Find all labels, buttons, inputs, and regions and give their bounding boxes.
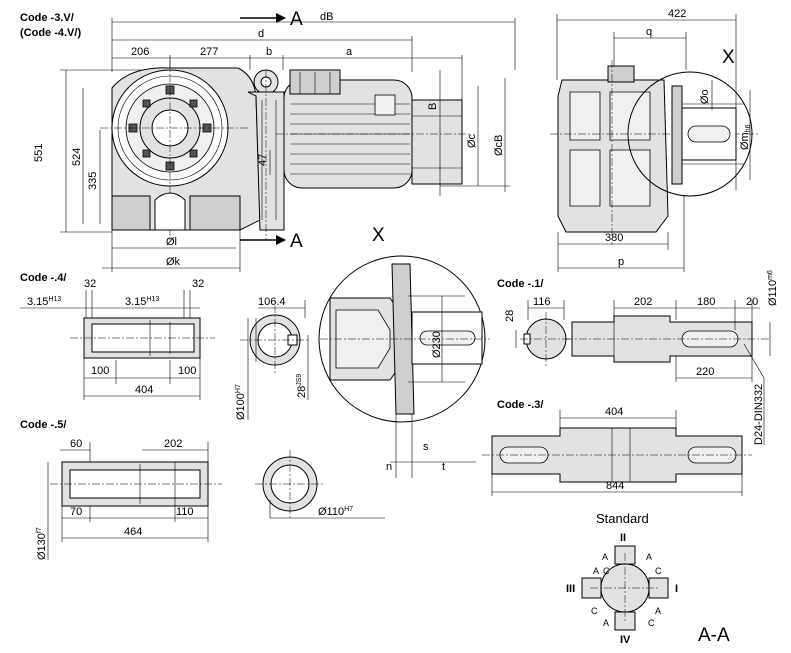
detail-x-view: X Ø230 s n t xyxy=(318,225,490,478)
dim-335: 335 xyxy=(87,172,99,190)
dim-phi-230: Ø230 xyxy=(431,331,443,358)
dim-60: 60 xyxy=(70,438,82,450)
dim-a: a xyxy=(346,46,353,58)
standard-title: Standard xyxy=(596,511,649,526)
dim-380: 380 xyxy=(605,232,623,244)
code3-title: Code -.3/ xyxy=(497,399,543,411)
letter-c: C xyxy=(591,606,598,616)
side-view: 422 q X Øo Ømh6 380 p xyxy=(550,8,760,272)
code5-title: Code -.5/ xyxy=(20,419,66,431)
code4-title: Code -.4/ xyxy=(20,272,66,284)
dim-phi-m: Ømh6 xyxy=(739,124,752,150)
letter-a: A xyxy=(602,552,608,562)
mounting-positions: Standard II IV III I A C A C A C A C A A… xyxy=(566,511,730,646)
dim-phi-k: Øk xyxy=(166,256,181,268)
dim-202: 202 xyxy=(634,296,652,308)
dim-phi-c: Øc xyxy=(466,133,478,148)
dim-32-left: 32 xyxy=(84,278,96,290)
dim-100-left: 100 xyxy=(91,365,109,377)
dim-32-right: 32 xyxy=(192,278,204,290)
letter-c: C xyxy=(648,618,655,628)
dim-315-left: 3.15H13 xyxy=(27,296,61,308)
center-hole-d24-din332: D24-DIN332 xyxy=(753,384,765,445)
code-5-view: Code -.5/ 60 202 Ø130f7 70 110 464 xyxy=(20,419,222,560)
code-4-section-view: 106.4 Ø100H7 28JS9 xyxy=(235,296,310,420)
dim-b: b xyxy=(266,46,272,58)
dim-464: 464 xyxy=(124,526,142,538)
dim-p: p xyxy=(618,256,624,268)
dim-180: 180 xyxy=(697,296,715,308)
code-label-line1: Code -3.V/ xyxy=(20,12,74,24)
code-4-view: Code -.4/ 32 32 3.15H13 3.15H13 100 100 … xyxy=(20,272,215,400)
dim-116: 116 xyxy=(533,296,551,308)
letter-a: A xyxy=(603,618,609,628)
code1-title: Code -.1/ xyxy=(497,278,543,290)
code-label-line2: (Code -4.V/) xyxy=(20,27,81,39)
code-5-section-view: Ø110H7 xyxy=(255,450,385,520)
dim-q: q xyxy=(646,26,652,38)
dim-404: 404 xyxy=(135,384,153,396)
dim-dB: dB xyxy=(320,11,333,23)
letter-c: C xyxy=(655,566,662,576)
code-1-view: Code -.1/ 116 28 202 180 20 Ø110m6 220 xyxy=(497,270,779,445)
position-ii: II xyxy=(620,532,626,544)
position-iv: IV xyxy=(620,634,631,646)
code-3-view: Code -.3/ 404 844 xyxy=(482,399,752,496)
dim-110: 110 xyxy=(176,506,194,518)
dim-206: 206 xyxy=(131,46,149,58)
dim-70: 70 xyxy=(70,506,82,518)
dim-551: 551 xyxy=(33,144,45,162)
dim-28-js9: 28JS9 xyxy=(296,374,308,398)
dim-47: 47 xyxy=(257,154,269,166)
dim-B: B xyxy=(427,103,439,110)
dim-phi-100: Ø100H7 xyxy=(235,384,247,420)
dim-277: 277 xyxy=(200,46,218,58)
section-marker-a-top: A xyxy=(290,9,303,30)
letter-c: C xyxy=(603,566,610,576)
detail-marker-x: X xyxy=(722,47,735,68)
main-front-view: Code -3.V/ (Code -4.V/) A A dB d 206 277… xyxy=(20,9,516,272)
dim-phi-110-m6: Ø110m6 xyxy=(767,270,779,306)
section-a-a: A-A xyxy=(698,625,730,646)
dim-844: 844 xyxy=(606,480,624,492)
dim-106-4: 106.4 xyxy=(258,296,286,308)
section-marker-a-bottom: A xyxy=(290,231,303,252)
dim-n: n xyxy=(386,461,392,473)
dim-phi-130: Ø130f7 xyxy=(36,527,48,560)
letter-a: A xyxy=(655,606,661,616)
dim-phi-110-h7: Ø110H7 xyxy=(318,506,353,518)
dim-202: 202 xyxy=(164,438,182,450)
dim-422: 422 xyxy=(668,8,686,20)
letter-a: A xyxy=(646,552,652,562)
dim-28: 28 xyxy=(504,310,516,322)
dim-404: 404 xyxy=(605,406,623,418)
dim-phi-cB: ØcB xyxy=(493,135,505,156)
dim-d: d xyxy=(258,28,264,40)
dim-100-right: 100 xyxy=(178,365,196,377)
dim-524: 524 xyxy=(71,148,83,166)
dim-phi-o: Øo xyxy=(699,89,711,104)
detail-title-x: X xyxy=(372,225,385,246)
position-i: I xyxy=(675,583,678,595)
dim-220: 220 xyxy=(696,366,714,378)
letter-a: A xyxy=(593,566,599,576)
dim-s: s xyxy=(423,441,429,453)
dim-315-mid: 3.15H13 xyxy=(125,296,159,308)
position-iii: III xyxy=(566,583,575,595)
dim-phi-l: Øl xyxy=(166,236,177,248)
dim-t: t xyxy=(442,461,445,473)
